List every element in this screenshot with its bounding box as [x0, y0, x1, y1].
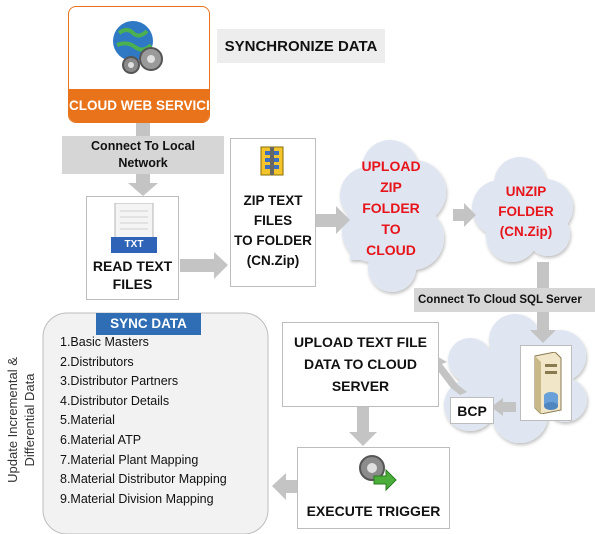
upload-text-data-card: UPLOAD TEXT FILE DATA TO CLOUD SERVER — [282, 322, 439, 407]
sync-data-header: SYNC DATA — [96, 313, 201, 335]
zip-text-label: ZIP TEXT FILES TO FOLDER (CN.Zip) — [234, 193, 312, 268]
bcp-label: BCP — [450, 397, 494, 424]
connect-local-label: Connect To Local Network — [62, 136, 224, 174]
list-item: 4.Distributor Details — [60, 393, 170, 408]
list-item: 2.Distributors — [60, 354, 134, 369]
gear-arrow-icon — [354, 450, 398, 492]
upload-cloud-shape — [340, 140, 446, 292]
txt-file-icon: TXT — [111, 202, 157, 255]
update-incremental-label: Update Incremental & Differential Data — [5, 357, 37, 483]
list-item: 3.Distributor Partners — [60, 374, 179, 389]
connect-cloud-sql-label: Connect To Cloud SQL Server — [414, 288, 595, 312]
unzip-cloud-shape — [472, 157, 573, 262]
sync-data-list: 1.Basic Masters 2.Distributors 3.Distrib… — [60, 333, 227, 509]
cloud-web-service-card: CLOUD WEB SERVICE — [68, 6, 210, 123]
synchronize-data-title: SYNCHRONIZE DATA — [217, 29, 385, 63]
unzip-folder-cloud-text: UNZIP FOLDER (CN.Zip) — [498, 184, 554, 239]
zip-archive-icon — [259, 145, 289, 179]
list-item: 5.Material — [60, 413, 115, 428]
list-item: 9.Material Division Mapping — [60, 491, 214, 506]
read-text-files-card: TXT READ TEXT FILES — [86, 196, 179, 300]
upload-zip-cloud-text: UPLOAD ZIP FOLDER TO CLOUD — [361, 158, 421, 258]
list-item: 1.Basic Masters — [60, 335, 149, 349]
list-item: 8.Material Distributor Mapping — [60, 472, 227, 487]
zip-text-files-card: ZIP TEXT FILES TO FOLDER (CN.Zip) — [230, 138, 316, 287]
txt-badge: TXT — [124, 239, 144, 250]
list-item: 6.Material ATP — [60, 432, 142, 447]
globe-gears-icon — [107, 15, 171, 79]
cloud-web-service-label: CLOUD WEB SERVICE — [69, 89, 209, 122]
list-item: 7.Material Plant Mapping — [60, 452, 199, 467]
server-icon — [529, 351, 565, 419]
server-box — [520, 345, 572, 421]
read-text-label: READ TEXT FILES — [92, 258, 173, 292]
execute-trigger-card: EXECUTE TRIGGER — [297, 447, 450, 529]
